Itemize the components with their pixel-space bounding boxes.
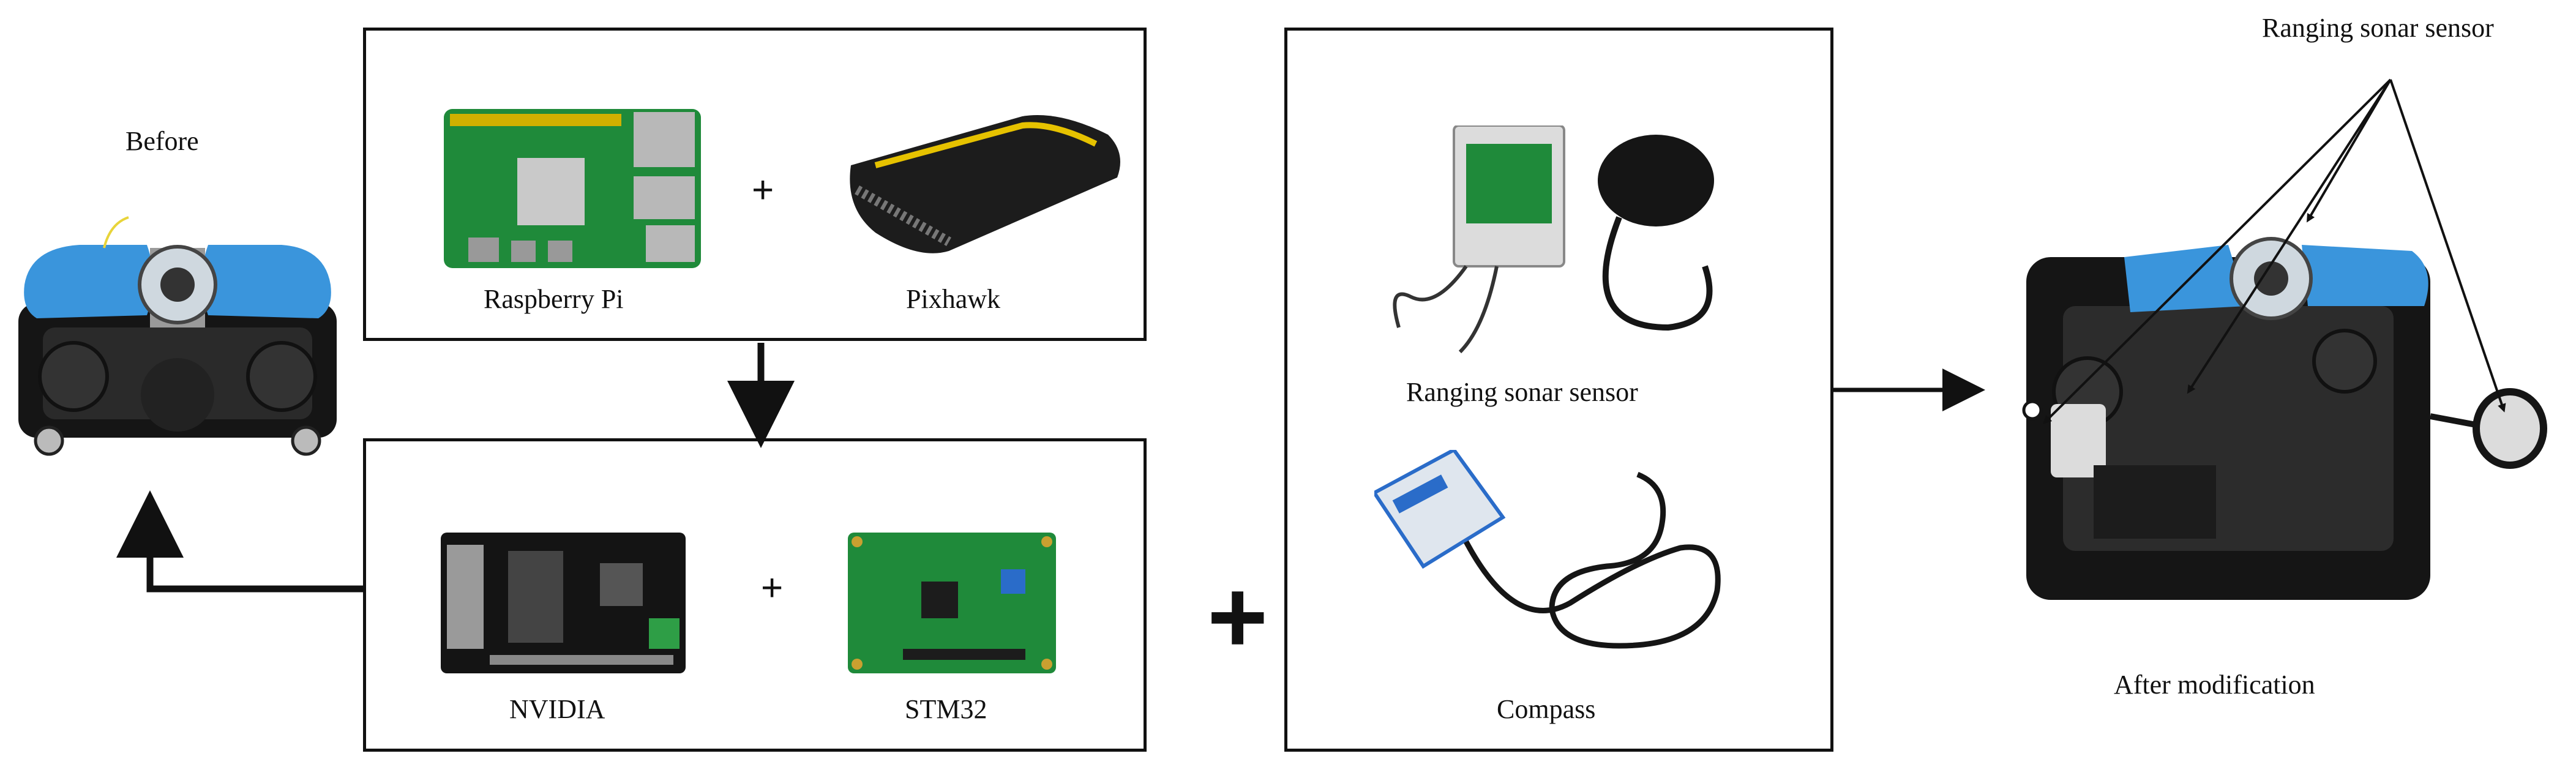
before-label: Before xyxy=(125,126,199,156)
pixhawk-label: Pixhawk xyxy=(906,284,1000,314)
rov-before-image xyxy=(18,216,337,456)
compass-label: Compass xyxy=(1497,694,1596,724)
stm32-board-image xyxy=(848,533,1056,673)
nvidia-board-image xyxy=(441,533,686,673)
pixhawk-image xyxy=(850,115,1120,253)
ranging-sonar-callout-label: Ranging sonar sensor xyxy=(2262,13,2494,43)
arrow-bottom-to-before xyxy=(116,490,363,593)
raspberry-pi-label: Raspberry Pi xyxy=(484,284,624,314)
after-modification-label: After modification xyxy=(2114,670,2315,700)
raspberry-pi-image xyxy=(444,109,701,268)
plus-sign-bottom: + xyxy=(761,567,784,609)
nvidia-label: NVIDIA xyxy=(509,694,605,724)
ranging-sonar-sensor-image xyxy=(1393,125,1714,354)
plus-sign-large: + xyxy=(1207,559,1268,675)
plus-sign-top: + xyxy=(752,169,774,211)
ranging-sonar-sensor-label: Ranging sonar sensor xyxy=(1406,377,1638,407)
rov-after-image xyxy=(2022,237,2547,600)
compass-image xyxy=(1374,450,1721,649)
stm32-label: STM32 xyxy=(905,694,987,724)
